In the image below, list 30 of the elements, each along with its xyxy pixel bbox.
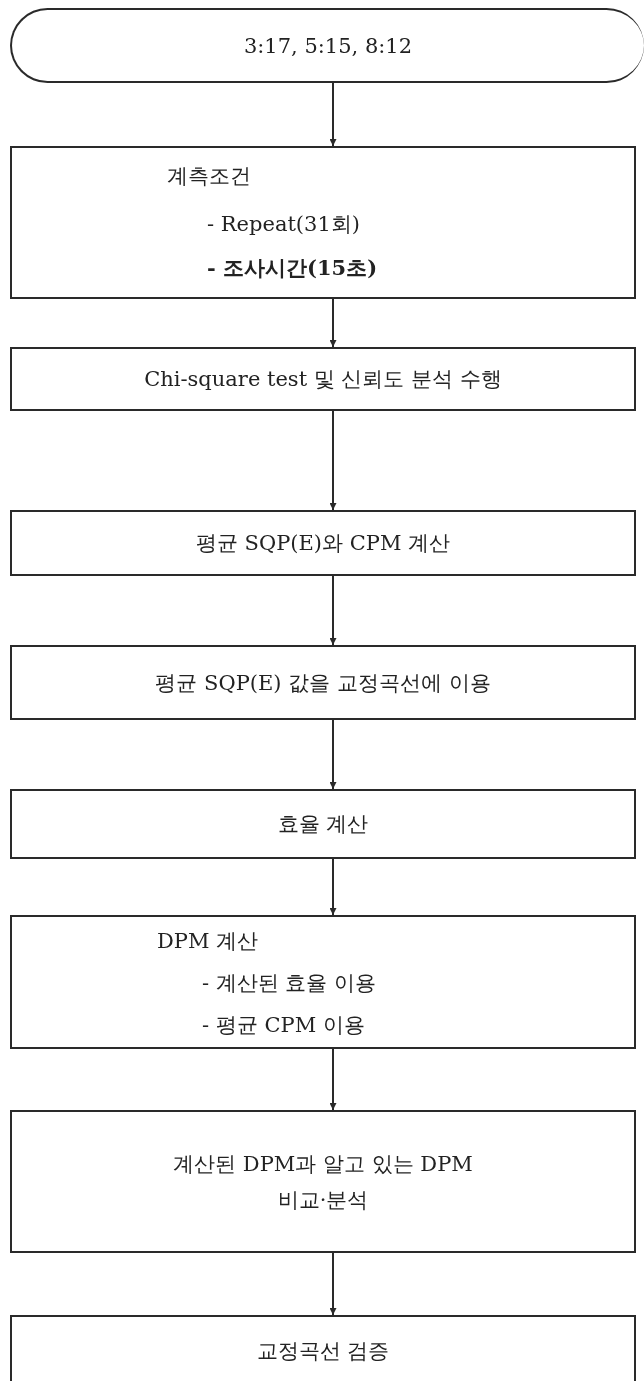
bullet-text: - Repeat(31회) (207, 211, 360, 238)
process-box (10, 146, 636, 299)
process-box (10, 645, 636, 720)
process-box (10, 1110, 636, 1253)
step-text: 효율 계산 (277, 811, 369, 838)
step-text: 평균 SQP(E)와 CPM 계산 (195, 530, 451, 557)
heading-text: 계측조건 (167, 163, 251, 190)
process-box (10, 1315, 636, 1381)
process-box (10, 915, 636, 1049)
arrow (329, 1252, 337, 1316)
arrow (329, 1048, 337, 1111)
arrow (329, 298, 337, 348)
step-text: 3:17, 5:15, 8:12 (243, 33, 413, 58)
start-terminal (10, 8, 644, 83)
arrow (329, 575, 337, 646)
bullet-text: - 계산된 효율 이용 (202, 970, 377, 997)
bullet-text: - 조사시간(15초) (207, 254, 378, 282)
process-box (10, 347, 636, 411)
arrow (329, 82, 337, 147)
arrow (329, 719, 337, 790)
process-box (10, 789, 636, 859)
step-text: 교정곡선 검증 (256, 1338, 390, 1365)
process-box (10, 510, 636, 576)
step-text: 평균 SQP(E) 값을 교정곡선에 이용 (155, 669, 491, 697)
arrow (329, 410, 337, 511)
heading-text: DPM 계산 (157, 928, 259, 955)
arrow (329, 858, 337, 916)
bullet-text: - 평균 CPM 이용 (202, 1012, 365, 1039)
step-text: Chi-square test 및 신뢰도 분석 수행 (144, 366, 502, 393)
step-text: 계산된 DPM과 알고 있는 DPM 비교·분석 (172, 1150, 474, 1214)
